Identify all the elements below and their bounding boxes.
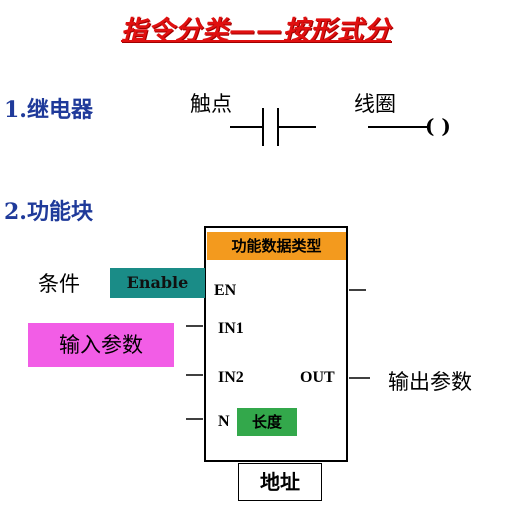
pin-out-label: OUT — [300, 369, 335, 386]
pin-n-label: N — [218, 413, 230, 430]
contact-label: 触点 — [190, 92, 232, 116]
output-params-label: 输出参数 — [388, 370, 472, 394]
address-label: 地址 — [238, 463, 322, 501]
pin-en-label: EN — [214, 282, 237, 299]
coil-label: 线圈 — [354, 92, 396, 116]
input-params-label: 输入参数 — [28, 323, 174, 367]
section-relay-heading: 1.继电器 — [4, 97, 93, 123]
section-function-block-heading: 2.功能块 — [4, 199, 93, 225]
condition-label: 条件 — [38, 272, 80, 296]
function-block-title: 功能数据类型 — [207, 232, 346, 260]
page-title: 指令分类——按形式分 — [120, 16, 391, 46]
pin-in2-label: IN2 — [218, 369, 244, 386]
coil-symbol: ( ) — [425, 114, 451, 138]
enable-label: Enable — [110, 268, 205, 298]
contact-symbol — [230, 108, 316, 146]
length-label: 长度 — [237, 408, 297, 436]
pin-in1-label: IN1 — [218, 320, 244, 337]
